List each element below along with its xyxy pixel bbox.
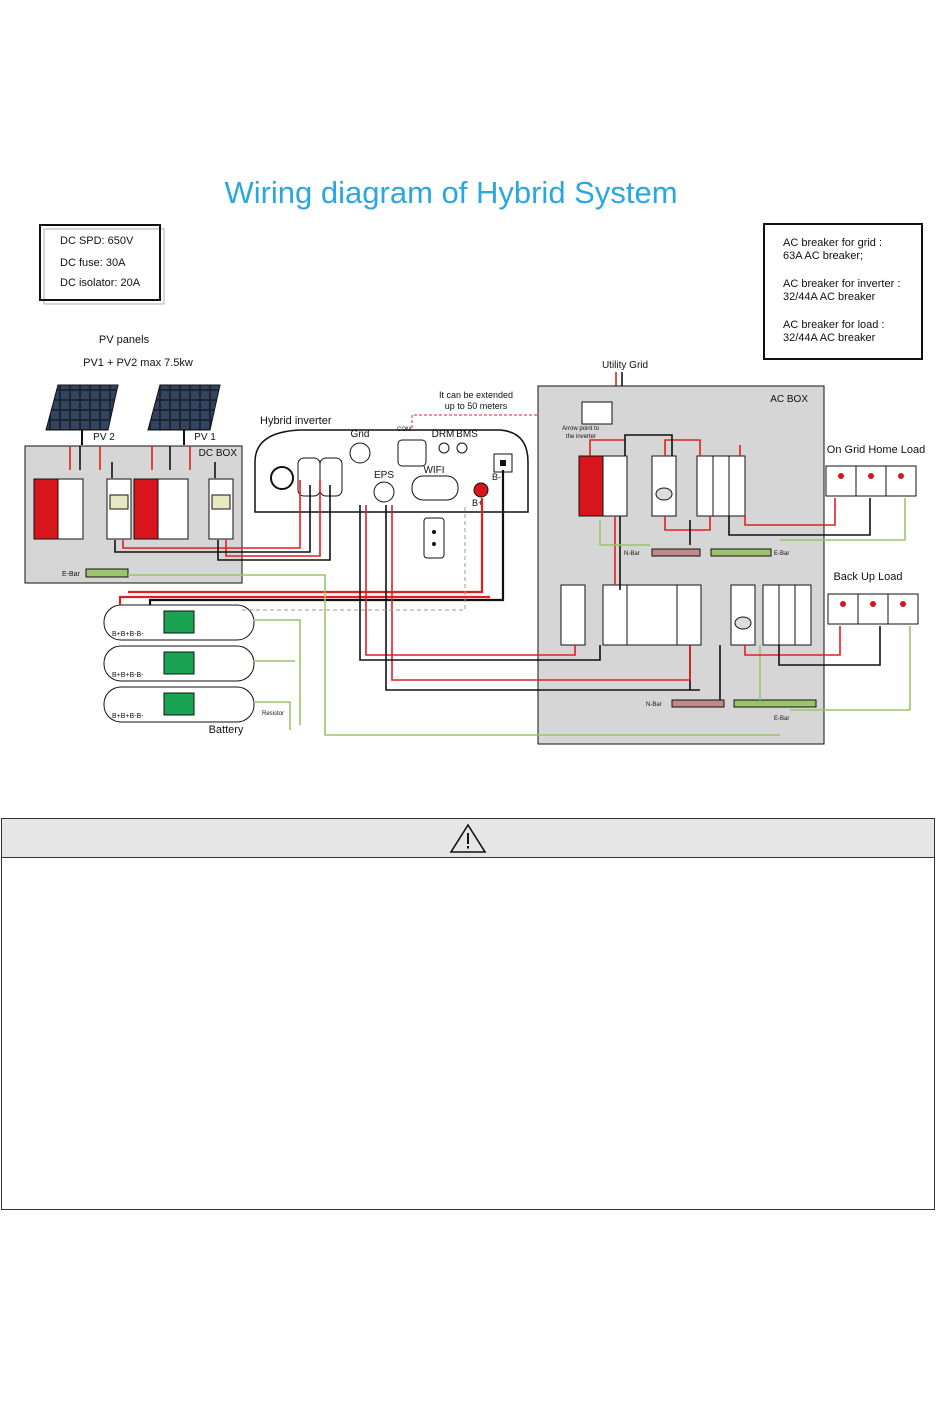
- dc-box: DC BOX E-Bar: [24, 445, 243, 584]
- battery-stack: B+B+B-B- B+B+B-B- B+B+B-B- Resistor: [103, 604, 284, 723]
- wiring-diagram: Wiring diagram of Hybrid System DC SPD: …: [24, 175, 925, 745]
- inverter-bplus-port: B+: [472, 498, 483, 508]
- dc-fuse-text: DC fuse: 30A: [60, 257, 126, 269]
- ac-load-breaker-line2: 32/44A AC breaker: [783, 332, 876, 344]
- inverter-wifi-port: WIFI: [423, 465, 444, 476]
- ac-box-label: AC BOX: [770, 394, 808, 405]
- inverter-bminus-port: B-: [492, 472, 501, 482]
- inverter-label: Hybrid inverter: [260, 415, 332, 427]
- ac-grid-breaker-line1: AC breaker for grid :: [783, 237, 882, 249]
- extend-note-line2: up to 50 meters: [445, 401, 508, 411]
- ac-nbar-upper-label: N-Bar: [624, 551, 640, 557]
- dc-spd-text: DC SPD: 650V: [60, 235, 134, 247]
- extend-note-line1: It can be extended: [439, 390, 513, 400]
- ac-nbar-lower-label: N-Bar: [646, 702, 662, 708]
- dc-spec-box: DC SPD: 650V DC fuse: 30A DC isolator: 2…: [39, 224, 165, 305]
- arrow-note-line1: Arrow point to: [562, 426, 600, 432]
- pv1-label: PV 1: [194, 432, 216, 443]
- battery-resistor-label: Resistor: [262, 711, 284, 717]
- warning-triangle-icon: [449, 823, 487, 853]
- ac-inverter-breaker-line1: AC breaker for inverter :: [783, 278, 900, 290]
- backup-load-label: Back Up Load: [833, 571, 902, 583]
- backup-socket-icons: [827, 593, 919, 625]
- battery-terminals-2: B+B+B-B-: [112, 672, 144, 679]
- battery-label: Battery: [209, 724, 244, 736]
- diagram-title: Wiring diagram of Hybrid System: [224, 175, 677, 210]
- warning-header: [2, 819, 934, 858]
- ac-inverter-breaker-line2: 32/44A AC breaker: [783, 291, 876, 303]
- pv1-panel-icon: [147, 384, 221, 445]
- hybrid-inverter: Grid COM DRM BMS EPS WIFI B+ B-: [254, 427, 529, 513]
- wiring-lines: [114, 470, 911, 736]
- ac-load-breaker-line1: AC breaker for load :: [783, 319, 885, 331]
- wifi-dongle-icon: [423, 517, 445, 559]
- pv2-panel-icon: [45, 384, 119, 445]
- pv-panels-heading: PV panels: [99, 334, 150, 346]
- on-grid-socket-icons: [825, 465, 917, 497]
- utility-grid-label: Utility Grid: [602, 360, 648, 371]
- ac-box: AC BOX Arrow point to the inverter N-Bar…: [537, 385, 825, 745]
- inverter-eps-port: EPS: [374, 470, 394, 481]
- on-grid-load-label: On Grid Home Load: [827, 444, 925, 456]
- ac-ebar-lower-label: E-Bar: [774, 716, 789, 722]
- inverter-grid-port: Grid: [351, 429, 370, 440]
- arrow-note-line2: the inverter: [566, 434, 596, 440]
- warning-panel: [1, 818, 935, 1210]
- inverter-drm-port: DRM: [432, 429, 455, 440]
- dc-ebar-label: E-Bar: [62, 571, 81, 578]
- battery-terminals-3: B+B+B-B-: [112, 713, 144, 720]
- dc-isolator-text: DC isolator: 20A: [60, 277, 141, 289]
- dc-box-label: DC BOX: [199, 448, 238, 459]
- ac-ebar-upper-label: E-Bar: [774, 551, 789, 557]
- inverter-com-port: COM: [397, 427, 411, 433]
- pv-max-power: PV1 + PV2 max 7.5kw: [83, 357, 193, 369]
- battery-terminals-1: B+B+B-B-: [112, 631, 144, 638]
- pv2-label: PV 2: [93, 432, 115, 443]
- ac-spec-box: AC breaker for grid : 63A AC breaker; AC…: [763, 223, 923, 360]
- ac-grid-breaker-line2: 63A AC breaker;: [783, 250, 863, 262]
- inverter-bms-port: BMS: [456, 429, 478, 440]
